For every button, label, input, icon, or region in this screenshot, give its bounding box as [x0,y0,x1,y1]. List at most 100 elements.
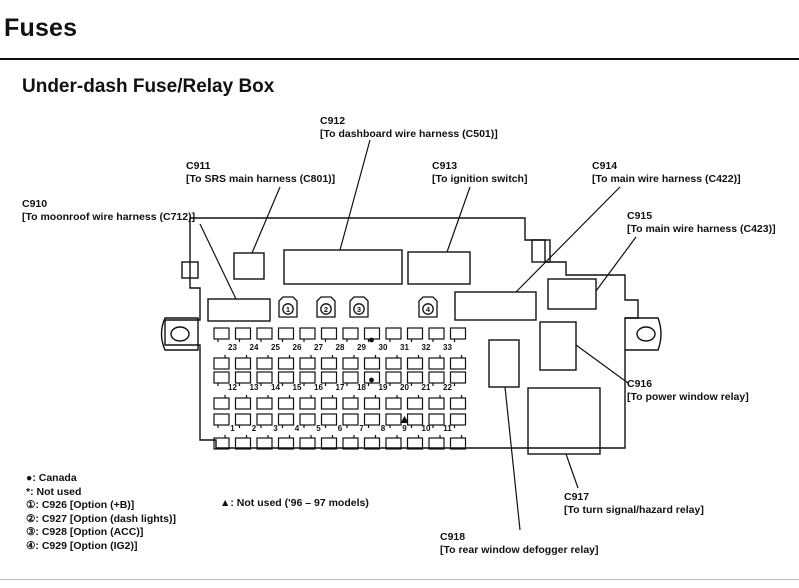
connector-c912 [283,249,403,285]
option-marker-number: 3 [357,305,361,314]
fuse-slot-top [213,413,230,426]
fuse-slot-bottom [406,437,424,450]
callout-c913: C913 [To ignition switch] [432,160,527,186]
leader-c913 [446,186,471,253]
fuse-number-label: 3 [273,424,278,433]
callout-c911-desc: [To SRS main harness (C801)] [186,173,336,185]
fuse-slot-top [342,371,359,384]
left-tab [181,261,199,279]
fuse-slot-bottom [277,357,295,370]
option-marker-number: 1 [286,305,290,314]
leader-c914 [515,186,621,293]
fuse-slot-top [234,371,252,384]
callout-c913-desc: [To ignition switch] [432,173,528,185]
bottom-divider [0,579,799,580]
fuse-slot-top [213,327,230,340]
fuse-slot-bottom [299,357,316,370]
fuse-slot-bottom [256,397,273,410]
fuse-number-label: 29 [357,343,366,352]
fuse-slot-top [342,327,359,340]
fuse-slot-bottom [342,437,359,450]
fuse-number-label: 24 [250,343,259,352]
fuse-slot-bottom [385,357,402,370]
connector-c911 [233,252,265,280]
leader-c916 [575,344,629,384]
fuse-slot-bottom [234,437,252,450]
legend-triangle: ▲: Not used ('96 – 97 models) [220,497,369,509]
leader-c912 [339,139,371,251]
callout-c910: C910 [To moonroof wire harness (C712)] [22,198,195,224]
fuse-slot-bottom [363,437,381,450]
left-mount-hole [170,326,190,342]
legend-option-3: ③: C928 [Option (ACC)] [26,526,144,539]
fuse-slot-top [256,327,273,340]
option-socket [278,296,298,318]
callout-c917: C917 [To turn signal/hazard relay] [564,491,704,517]
fuse-slot-top [256,413,273,426]
fuse-slot-top [299,413,316,426]
fuse-slot-bottom [363,397,381,410]
fuse-slot-bottom [234,397,252,410]
right-mount-ear [625,317,662,351]
right-mount-hole [636,326,656,342]
callout-c916-code: C916 [627,378,653,390]
option-socket [418,296,438,318]
fuse-slot-bottom [449,397,467,410]
legend-option-2: ②: C927 [Option (dash lights)] [26,512,176,525]
fuse-number-label: 10 [422,424,431,433]
option-marker-circle [282,303,294,315]
option-marker-circle [353,303,365,315]
fuse-number-label: 15 [293,383,302,392]
fuse-slot-bottom [342,397,359,410]
callout-c918-desc: [To rear window defogger relay] [440,544,599,556]
fuse-number-label: 5 [316,424,321,433]
fuse-slot-top [449,371,467,384]
fuse-number-label: 11 [443,424,452,433]
fuse-number-label: 2 [252,424,257,433]
fuse-slot-top [277,413,295,426]
connector-c915 [547,278,597,310]
option-marker-circle [320,303,332,315]
fuse-slot-bottom [299,397,316,410]
callout-c912: C912 [To dashboard wire harness (C501)] [320,115,498,141]
fuse-slot-bottom [213,397,230,410]
fuse-number-label: 18 [357,383,366,392]
callout-c916: C916 [To power window relay] [627,378,749,404]
fuse-slot-top [363,413,381,426]
fuse-number-label: 19 [379,383,388,392]
fuse-slot-top [234,413,252,426]
fuse-slot-top [363,371,381,384]
left-mount-ear [160,317,199,351]
canada-dot-marker [369,377,374,383]
callout-c914: C914 [To main wire harness (C422)] [592,160,741,186]
fuse-slot-top [277,371,295,384]
fuse-slot-top [385,413,402,426]
fuse-number-label: 30 [379,343,388,352]
fuse-number-label: 6 [338,424,343,433]
callout-c918-code: C918 [440,531,466,543]
connector-c914 [454,291,537,321]
fuse-number-label: 8 [381,424,386,433]
fuse-slot-top [428,327,445,340]
legend-option-1: ①: C926 [Option (+B)] [26,499,135,512]
fuse-slot-bottom [342,357,359,370]
fuse-slot-top [449,413,467,426]
legend-not-used: *: Not used [26,485,82,498]
callout-c918: C918 [To rear window defogger relay] [440,531,599,557]
leader-c910 [199,223,237,300]
relay-c916 [539,321,577,371]
fuse-number-label: 25 [271,343,280,352]
callout-c915-code: C915 [627,210,653,222]
callout-c912-desc: [To dashboard wire harness (C501)] [320,128,498,140]
fuse-slot-top [428,371,445,384]
legend-canada: ●: Canada [26,472,77,484]
fuse-slot-top [406,371,424,384]
callout-c913-code: C913 [432,160,458,172]
connector-c913 [407,251,471,285]
option-socket [349,296,369,318]
fuse-slot-bottom [449,437,467,450]
callout-c915-desc: [To main wire harness (C423)] [627,223,776,235]
connector-c910 [207,298,271,322]
fuse-slot-top [299,371,316,384]
option-marker-number: 2 [324,305,328,314]
